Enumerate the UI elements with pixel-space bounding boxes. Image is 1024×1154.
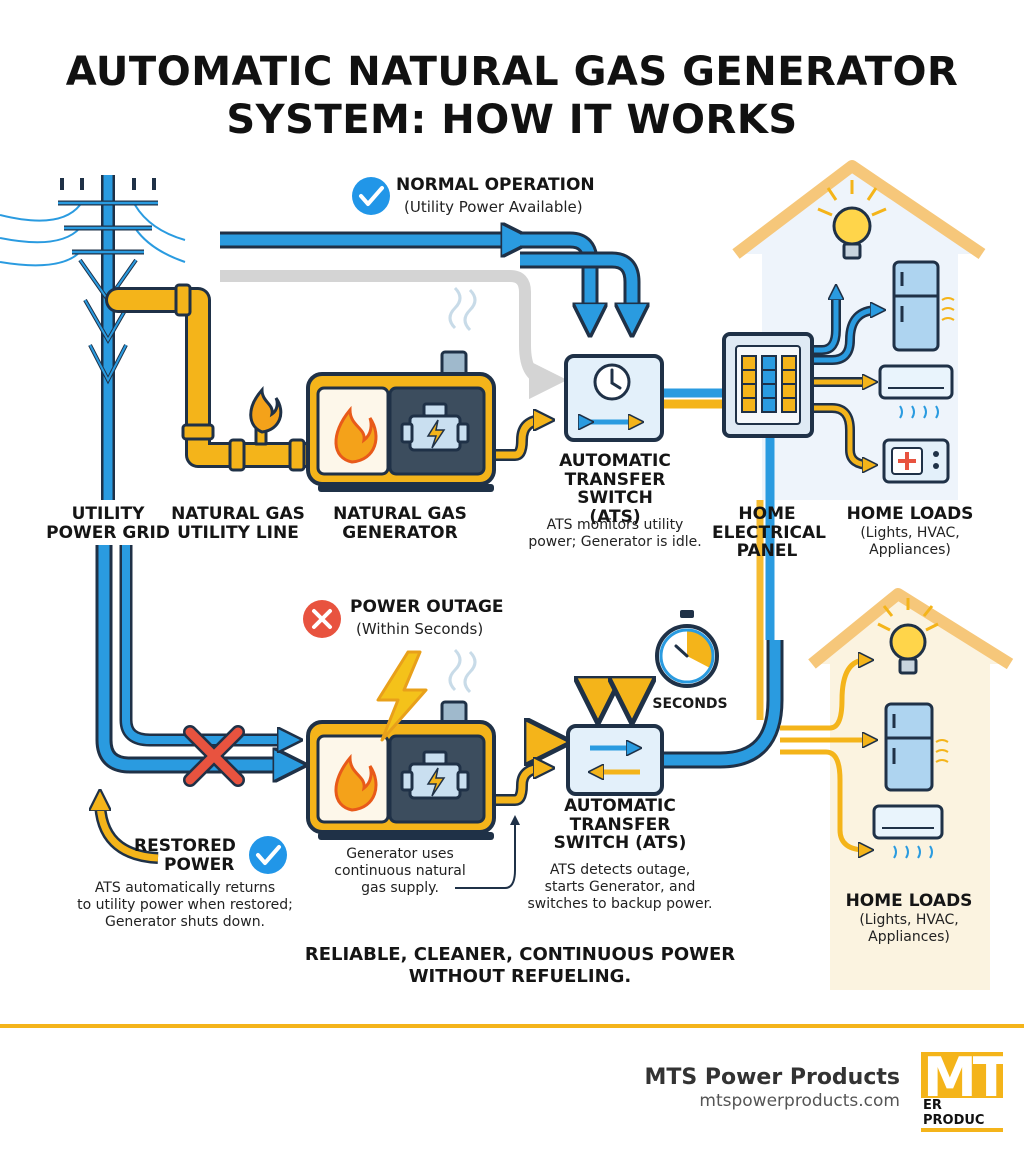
company-logo: MTS ER PRODUC: [921, 1052, 1003, 1132]
ats-bottom: [566, 724, 664, 796]
power-outage-heading: POWER OUTAGE: [350, 597, 504, 617]
check-icon: [352, 177, 390, 215]
lightbulb-icon: [877, 598, 939, 675]
company-name: MTS Power Products: [644, 1065, 900, 1090]
home-loads-top-subtitle: (Lights, HVAC,Appliances): [860, 525, 960, 558]
house-bottom-icon: [808, 588, 1014, 990]
lightning-icon: [376, 650, 428, 742]
ats-top: [564, 354, 664, 442]
fridge-icon: [892, 260, 955, 352]
fridge-icon: [884, 702, 949, 792]
flame-icon: [249, 386, 283, 434]
ats-bottom-note: ATS detects outage,starts Generator, and…: [527, 862, 713, 912]
ac-icon: [872, 804, 944, 859]
normal-operation-subtitle: (Utility Power Available): [404, 198, 583, 216]
normal-operation-heading: NORMAL OPERATION: [396, 175, 595, 195]
utility-pole-icon: [0, 175, 186, 500]
flame-icon: [334, 405, 378, 812]
company-url[interactable]: mtspowerproducts.com: [699, 1091, 900, 1111]
home-loads-bottom-label: HOME LOADS: [845, 891, 973, 911]
clock-icon: [593, 363, 631, 401]
home-loads-top-label: HOME LOADS: [846, 504, 974, 524]
power-outage-subtitle: (Within Seconds): [356, 620, 484, 638]
generator-top: [306, 286, 496, 492]
seconds-label: SECONDS: [652, 696, 728, 712]
engine-icon: [400, 402, 470, 800]
x-icon: [303, 600, 341, 638]
ac-icon: [878, 364, 954, 419]
x-icon: [183, 725, 245, 787]
lightbulb-icon: [817, 180, 887, 260]
check-icon: [249, 836, 287, 874]
breaker-panel-icon: [722, 332, 814, 438]
stopwatch-icon: [655, 610, 719, 688]
gas-pipe: [105, 283, 318, 472]
home-loads-bottom-subtitle: (Lights, HVAC,Appliances): [859, 912, 959, 945]
appliance-icon: [882, 438, 950, 484]
page-title: AUTOMATIC NATURAL GAS GENERATOR SYSTEM: …: [65, 49, 959, 143]
